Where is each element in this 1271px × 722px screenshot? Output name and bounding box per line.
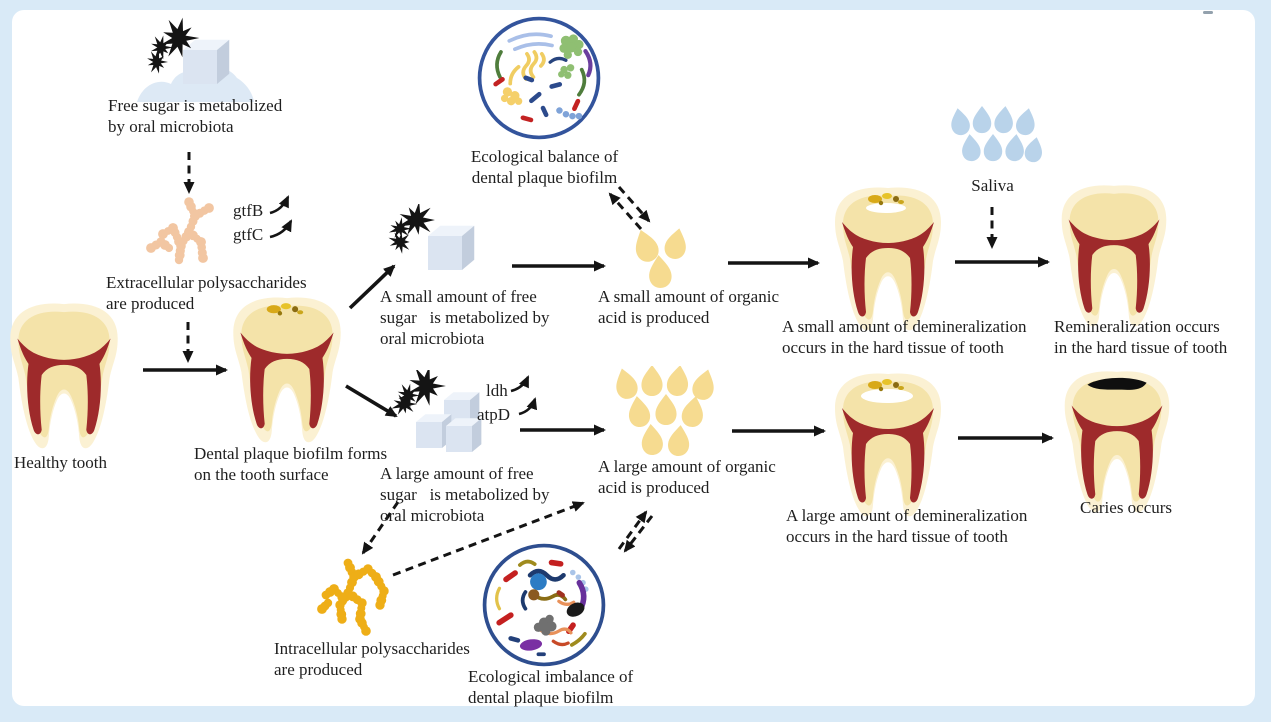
large-acid-label: A large amount of organic acid is produce… xyxy=(598,456,818,498)
label-line: A large amount of free xyxy=(380,464,534,483)
diagram-panel xyxy=(12,10,1255,706)
large-free-sugar-icon xyxy=(392,370,497,462)
gene-gtfC-label: gtfC xyxy=(233,225,264,244)
large-demin-label: A large amount of demineralization occurs… xyxy=(786,505,1066,547)
label-line: Ecological balance of xyxy=(470,147,619,166)
plaque-label: Dental plaque biofilm forms on the tooth … xyxy=(194,443,439,485)
label-line: dental plaque biofilm xyxy=(471,168,618,187)
label-line: on the tooth surface xyxy=(194,465,329,484)
label-line: Ecological imbalance of xyxy=(468,667,634,686)
label-line: dental plaque biofilm xyxy=(468,688,614,707)
label-line: acid is produced xyxy=(598,478,710,497)
plaque-tooth-icon xyxy=(226,292,348,444)
caries-tooth-icon xyxy=(1056,366,1178,514)
ecological-imbalance-circle-icon xyxy=(477,540,611,670)
large-sugar-label: A large amount of free sugar is metaboliz… xyxy=(380,463,595,526)
small-demineralization-tooth-icon xyxy=(826,182,950,332)
label-line: Free sugar is metabolized xyxy=(108,96,283,115)
label-line: Saliva xyxy=(971,176,1014,195)
extracellular-label: Extracellular polysaccharides are produce… xyxy=(106,272,356,314)
label-line: A small amount of organic xyxy=(598,287,779,306)
label-line: A large amount of demineralization xyxy=(786,506,1028,525)
intracellular-label: Intracellular polysaccharides are produce… xyxy=(274,638,534,680)
corner-artifact-mark xyxy=(1203,11,1213,14)
label-line: Remineralization occurs xyxy=(1054,317,1220,336)
free-sugar-microbes-icon xyxy=(133,12,258,107)
label-line: acid is produced xyxy=(598,308,710,327)
gene-atpD-label: atpD xyxy=(477,405,511,424)
ecological-balance-circle-icon xyxy=(472,13,606,143)
label-line: are produced xyxy=(106,294,195,313)
label-line: sugar is metabolized by xyxy=(380,485,550,504)
label-line: Healthy tooth xyxy=(14,453,108,472)
extracellular-polysaccharide-icon xyxy=(143,196,238,271)
eco-balance-label: Ecological balance of dental plaque biofi… xyxy=(452,146,637,188)
label-line: Dental plaque biofilm forms xyxy=(194,444,388,463)
healthy-tooth-icon xyxy=(2,298,126,450)
gene-gtfB-label: gtfB xyxy=(233,201,264,220)
label-line: A small amount of free xyxy=(380,287,537,306)
label-line: Caries occurs xyxy=(1080,498,1173,517)
label-line: Extracellular polysaccharides xyxy=(106,273,307,292)
large-organic-acid-icon xyxy=(606,366,724,462)
caries-label: Caries occurs xyxy=(1080,497,1210,518)
label-line: occurs in the hard tissue of tooth xyxy=(782,338,1004,357)
small-acid-label: A small amount of organic acid is produce… xyxy=(598,286,818,328)
label-line: in the hard tissue of tooth xyxy=(1054,338,1228,357)
eco-imbalance-label: Ecological imbalance of dental plaque bio… xyxy=(468,666,668,708)
label-line: A small amount of demineralization xyxy=(782,317,1027,336)
label-line: oral microbiota xyxy=(380,329,485,348)
large-demineralization-tooth-icon xyxy=(826,368,950,518)
small-sugar-label: A small amount of free sugar is metaboliz… xyxy=(380,286,595,349)
saliva-label: Saliva xyxy=(945,175,1040,196)
label-line: occurs in the hard tissue of tooth xyxy=(786,527,1008,546)
small-free-sugar-icon xyxy=(386,204,481,282)
label-line: by oral microbiota xyxy=(108,117,234,136)
label-line: are produced xyxy=(274,660,363,679)
label-line: Intracellular polysaccharides xyxy=(274,639,470,658)
remineralized-tooth-icon xyxy=(1054,180,1174,328)
small-demin-label: A small amount of demineralization occurs… xyxy=(782,316,1062,358)
remin-label: Remineralization occurs in the hard tissu… xyxy=(1054,316,1271,358)
small-organic-acid-icon xyxy=(618,222,706,292)
label-line: sugar is metabolized by xyxy=(380,308,550,327)
free-sugar-label: Free sugar is metabolized by oral microbi… xyxy=(108,95,348,137)
saliva-droplets-icon xyxy=(942,106,1042,172)
healthy-tooth-label: Healthy tooth xyxy=(14,452,144,473)
intracellular-polysaccharide-icon xyxy=(314,553,414,641)
gene-ldh-label: ldh xyxy=(486,381,508,400)
label-line: A large amount of organic xyxy=(598,457,776,476)
label-line: oral microbiota xyxy=(380,506,485,525)
